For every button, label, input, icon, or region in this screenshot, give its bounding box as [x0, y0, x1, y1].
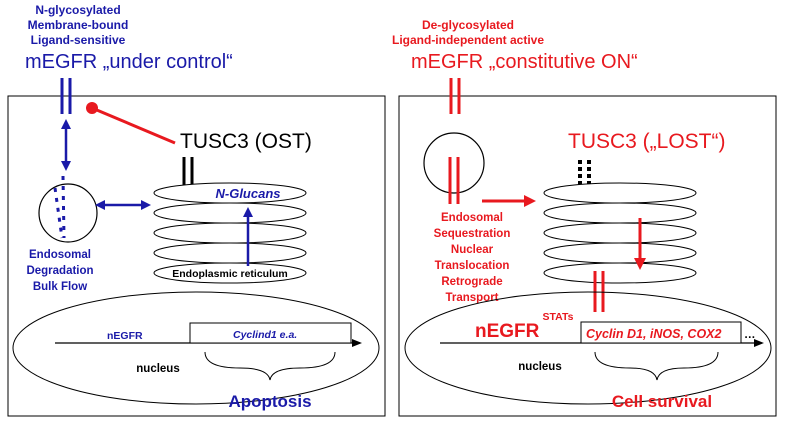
- right-title: mEGFR „constitutive ON“: [411, 51, 638, 73]
- right-header-line-1: De-glycosylated: [422, 18, 514, 32]
- left-nucleus-label: nucleus: [136, 363, 179, 375]
- right-panel: De-glycosylated Ligand-independent activ…: [392, 18, 777, 417]
- left-n-glucans-label: N-Glucans: [215, 186, 280, 201]
- right-er-layer-4: [543, 242, 697, 264]
- left-header-line-3: Ligand-sensitive: [31, 33, 126, 47]
- left-panel-frame: [7, 95, 386, 417]
- left-tusc3-inhibition-line: [91, 106, 176, 145]
- left-header-line-2: Membrane-bound: [28, 18, 129, 32]
- right-tusc3-label: TUSC3 („LOST“): [568, 130, 726, 153]
- right-seq-line-3: Nuclear: [451, 244, 494, 256]
- left-negfr-label: nEGFR: [107, 330, 143, 342]
- right-endosome: [423, 132, 485, 194]
- right-er-layer-5: [543, 262, 697, 284]
- left-er-layer-3: [153, 222, 307, 244]
- left-dotted-receptor-fragments: [53, 175, 66, 239]
- right-genes-label: Cyclin D1, iNOS, COX2: [586, 327, 722, 341]
- right-er-layer-2: [543, 202, 697, 224]
- right-outcome-label: Cell survival: [612, 392, 712, 411]
- left-panel: N-glycosylated Membrane-bound Ligand-sen…: [7, 3, 386, 417]
- left-endosomal-line-1: Endosomal: [29, 249, 91, 261]
- right-seq-line-1: Endosomal: [441, 212, 503, 224]
- left-header-line-1: N-glycosylated: [35, 3, 120, 17]
- right-gene-brace: [594, 351, 719, 381]
- left-endosomal-line-2: Degradation: [26, 265, 93, 277]
- left-tusc3-label: TUSC3 (OST): [180, 130, 312, 153]
- right-seq-line-2: Sequestration: [434, 228, 511, 240]
- left-title: mEGFR „under control“: [25, 51, 233, 73]
- right-seq-line-4: Translocation: [435, 260, 510, 272]
- right-stats-label: STATs: [543, 311, 574, 323]
- right-negfr-label: nEGFR: [475, 321, 540, 342]
- left-er-label: Endoplasmic reticulum: [172, 268, 288, 280]
- left-gene-brace: [204, 351, 336, 381]
- right-header-line-2: Ligand-independent active: [392, 33, 544, 47]
- left-gene-box: [189, 322, 352, 344]
- right-seq-line-5: Retrograde: [441, 276, 502, 288]
- left-er-layer-4: [153, 242, 307, 264]
- right-seq-line-6: Transport: [445, 292, 498, 304]
- right-panel-frame: [398, 95, 777, 417]
- left-nucleus: [12, 291, 380, 405]
- left-er-layer-2: [153, 202, 307, 224]
- left-endosome: [38, 183, 98, 243]
- left-er-layer-5: [153, 262, 307, 284]
- right-ellipsis-label: …: [744, 329, 756, 341]
- left-endosomal-line-3: Bulk Flow: [33, 281, 87, 293]
- left-tusc3-inhibition-dot: [86, 102, 98, 114]
- right-nucleus: [404, 291, 772, 405]
- left-genes-label: Cyclind1 e.a.: [233, 329, 297, 341]
- right-gene-box: [580, 321, 742, 344]
- right-nucleus-label: nucleus: [518, 361, 561, 373]
- right-er-layer-3: [543, 222, 697, 244]
- right-er-layer-1: [543, 182, 697, 204]
- left-outcome-label: Apoptosis: [228, 392, 311, 411]
